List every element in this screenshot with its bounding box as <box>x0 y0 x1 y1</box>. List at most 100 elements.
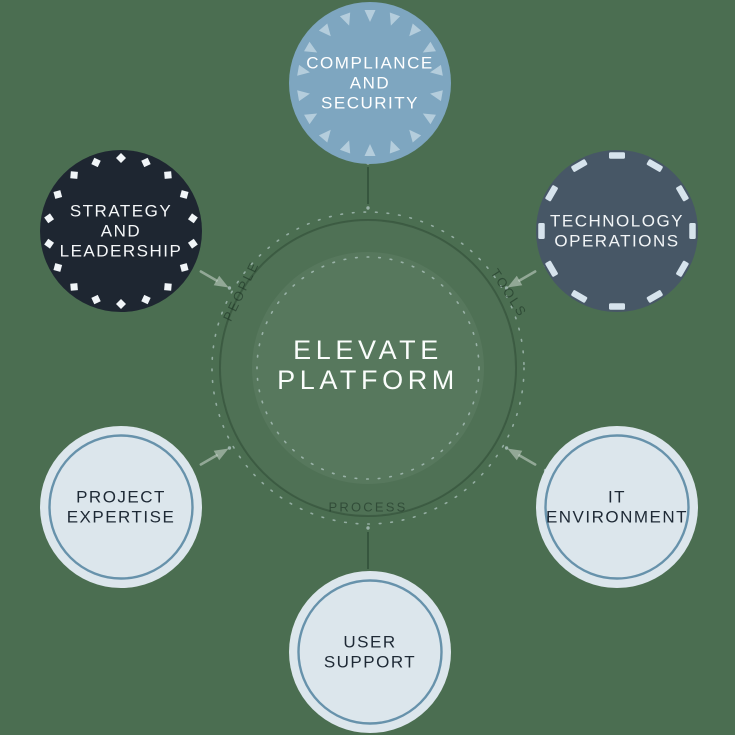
node-label-line: TECHNOLOGY <box>550 212 684 231</box>
dash-ornament-ring <box>538 152 696 310</box>
flow-arrow-head <box>507 448 523 461</box>
dash-ornament <box>676 185 689 202</box>
diamond-ornament <box>44 238 55 249</box>
node-label-line: IT <box>608 488 626 507</box>
node-label-line: EXPERTISE <box>67 508 176 527</box>
inner-ring-ornament <box>297 579 443 725</box>
diamond-ornament <box>179 263 189 272</box>
dash-ornament <box>538 223 545 239</box>
triangle-ornament <box>389 140 401 154</box>
dash-ornament <box>689 223 696 239</box>
node-circle <box>536 426 698 588</box>
node-label-line: AND <box>101 222 141 241</box>
dash-ornament <box>646 290 663 303</box>
triangle-ornament <box>430 90 443 102</box>
node-circle <box>289 571 451 733</box>
node-it-environment: IT ENVIRONMENT <box>536 426 698 588</box>
diamond-ornament <box>44 213 55 224</box>
node-compliance-and-security: COMPLIANCE AND SECURITY <box>289 2 451 164</box>
dotted-ring <box>211 211 525 525</box>
triangle-ornament <box>409 129 422 143</box>
node-circle <box>40 150 202 312</box>
node-technology-operations: TECHNOLOGY OPERATIONS <box>536 150 698 312</box>
diamond-ornament <box>141 157 151 168</box>
triangle-ornament <box>409 23 422 37</box>
dash-ornament <box>609 152 625 159</box>
triangle-ornament <box>339 12 351 26</box>
diamond-ornament <box>70 171 78 179</box>
diamond-ornament <box>53 190 63 199</box>
node-label-line: SECURITY <box>321 94 419 113</box>
inner-ring <box>544 434 690 580</box>
dash-ornament <box>609 303 625 310</box>
triangle-ornament <box>339 140 351 154</box>
end-dot <box>227 286 232 290</box>
triangle-ornament <box>364 144 376 156</box>
end-dot <box>366 526 370 530</box>
triangle-ornament <box>364 10 376 22</box>
triangle-ornament <box>430 64 443 76</box>
end-dot <box>227 446 232 450</box>
diamond-ornament <box>164 171 172 179</box>
node-circle <box>536 150 698 312</box>
node-project-expertise: PROJECT EXPERTISE <box>40 426 202 588</box>
cycle-label-process: PROCESS <box>329 500 408 515</box>
triangle-ornament <box>304 113 318 125</box>
flow-arrow-tail <box>518 454 537 466</box>
diamond-ornament <box>70 283 78 291</box>
dash-ornament <box>646 159 663 172</box>
diamond-ornament <box>91 157 101 168</box>
inner-ring <box>297 579 443 725</box>
diamond-ornament <box>116 299 126 309</box>
node-label-line: PROJECT <box>76 488 166 507</box>
flow-arrow-tail <box>199 270 218 282</box>
end-dot <box>504 286 509 290</box>
node-label-line: COMPLIANCE <box>306 54 433 73</box>
flow-arrow-tail <box>199 454 218 466</box>
triangle-ornament <box>304 41 318 53</box>
hub-title-line-1: ELEVATE <box>293 335 443 365</box>
flow-arrow-head <box>213 448 229 461</box>
dash-ornament <box>545 185 558 202</box>
diamond-ornament <box>116 153 126 163</box>
end-dot <box>504 446 509 450</box>
hub-decoration <box>188 161 548 575</box>
diamond-ornament <box>164 283 172 291</box>
flow-arrow-tail <box>518 270 537 282</box>
flow-arrow-head <box>507 275 523 288</box>
flow-arrow-head <box>213 275 229 288</box>
node-label-line: SUPPORT <box>324 653 416 672</box>
node-user-support: USER SUPPORT <box>289 571 451 733</box>
diamond-ornament <box>53 263 63 272</box>
triangle-ornament <box>297 90 310 102</box>
diamond-ornament <box>179 190 189 199</box>
node-label-line: LEADERSHIP <box>60 242 183 261</box>
node-label-line: USER <box>343 633 396 652</box>
triangle-ornament <box>318 23 331 37</box>
node-label-line: ENVIRONMENT <box>546 508 688 527</box>
node-label-line: STRATEGY <box>70 202 172 221</box>
triangle-ornament <box>297 64 310 76</box>
diamond-ornament <box>187 213 198 224</box>
hub-title-line-2: PLATFORM <box>277 365 459 395</box>
hub-rim-circle <box>219 219 517 517</box>
diamond-ornament <box>91 294 101 305</box>
dash-ornament <box>571 159 588 172</box>
triangle-ornament <box>422 41 436 53</box>
inner-ring <box>48 434 194 580</box>
diamond-ornament <box>141 294 151 305</box>
end-dot <box>366 206 370 210</box>
hub-inner-disc <box>252 252 484 484</box>
node-label-line: AND <box>350 74 390 93</box>
triangle-ornament <box>422 113 436 125</box>
dash-ornament <box>676 260 689 277</box>
triangle-ornament <box>318 129 331 143</box>
triangle-ornament-ring <box>297 10 443 156</box>
node-label-line: OPERATIONS <box>554 232 679 251</box>
dash-ornament <box>571 290 588 303</box>
inner-ring-ornament <box>48 434 194 580</box>
dash-ornament <box>545 260 558 277</box>
node-circle <box>289 2 451 164</box>
triangle-ornament <box>389 12 401 26</box>
